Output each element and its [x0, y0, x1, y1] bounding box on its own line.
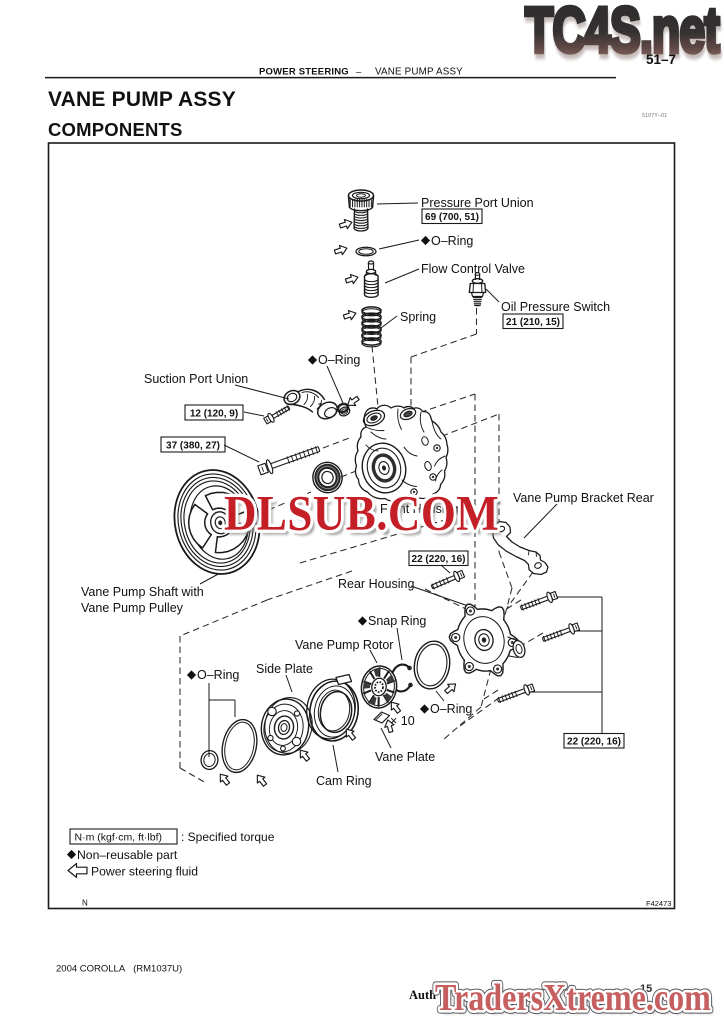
- svg-text:2004 COROLLA (RM1037U): 2004 COROLLA (RM1037U): [56, 964, 182, 975]
- svg-text:Oil Pressure Switch: Oil Pressure Switch: [501, 300, 610, 314]
- svg-text:N: N: [82, 899, 88, 908]
- svg-text:: Specified torque: : Specified torque: [181, 830, 275, 844]
- svg-text:N·m (kgf·cm, ft·lbf): N·m (kgf·cm, ft·lbf): [75, 832, 163, 844]
- svg-text:TradersXtreme.com: TradersXtreme.com: [435, 977, 711, 1019]
- svg-text:F42473: F42473: [646, 899, 671, 908]
- svg-text:–: –: [356, 67, 362, 78]
- svg-text:51–7: 51–7: [646, 52, 676, 67]
- svg-text:DLSUB.COM: DLSUB.COM: [224, 486, 499, 541]
- svg-text:22 (220, 16): 22 (220, 16): [567, 736, 621, 747]
- svg-text:Vane Pump Shaft with: Vane Pump Shaft with: [81, 585, 204, 599]
- svg-text:O–Ring: O–Ring: [431, 234, 473, 248]
- svg-text:Power steering fluid: Power steering fluid: [91, 865, 198, 879]
- svg-text:Flow Control Valve: Flow Control Valve: [421, 262, 525, 276]
- svg-text:Non–reusable part: Non–reusable part: [77, 848, 178, 862]
- svg-text:69 (700, 51): 69 (700, 51): [425, 212, 479, 223]
- svg-text:VANE PUMP ASSY: VANE PUMP ASSY: [375, 67, 463, 78]
- svg-text:Suction Port Union: Suction Port Union: [144, 372, 248, 386]
- svg-text:5107Y–01: 5107Y–01: [642, 113, 667, 119]
- svg-text:COMPONENTS: COMPONENTS: [48, 119, 183, 140]
- svg-text:DLSUB.COM: DLSUB.COM: [228, 491, 503, 546]
- svg-text:TradersXtreme.com: TradersXtreme.com: [435, 977, 711, 1019]
- svg-text:TC4S.net: TC4S.net: [525, 0, 719, 66]
- svg-text:Vane Pump Rotor: Vane Pump Rotor: [295, 638, 393, 652]
- svg-text:Side Plate: Side Plate: [256, 662, 313, 676]
- svg-text:O–Ring: O–Ring: [430, 702, 472, 716]
- svg-text:Vane Plate: Vane Plate: [375, 750, 435, 764]
- svg-text:× 10: × 10: [390, 714, 415, 728]
- svg-text:TC4S.net: TC4S.net: [526, 0, 720, 71]
- svg-text:12 (120, 9): 12 (120, 9): [190, 408, 238, 419]
- svg-text:Vane Pump Bracket Rear: Vane Pump Bracket Rear: [513, 491, 654, 505]
- svg-text:TradersXtreme.com: TradersXtreme.com: [438, 981, 714, 1023]
- svg-text:TradersXtreme.com: TradersXtreme.com: [435, 977, 711, 1019]
- svg-text:Cam Ring: Cam Ring: [316, 774, 372, 788]
- svg-text:Spring: Spring: [400, 310, 436, 324]
- svg-text:Auth: Auth: [409, 988, 436, 1002]
- svg-text:21 (210, 15): 21 (210, 15): [506, 317, 560, 328]
- svg-text:VANE PUMP ASSY: VANE PUMP ASSY: [48, 88, 236, 111]
- svg-text:37 (380, 27): 37 (380, 27): [166, 440, 220, 451]
- svg-text:Snap Ring: Snap Ring: [368, 614, 426, 628]
- svg-text:O–Ring: O–Ring: [318, 353, 360, 367]
- svg-text:DLSUB.COM: DLSUB.COM: [224, 486, 499, 541]
- svg-text:22 (220, 16): 22 (220, 16): [412, 554, 466, 565]
- svg-text:POWER STEERING: POWER STEERING: [259, 67, 349, 78]
- svg-text:Vane Pump Pulley: Vane Pump Pulley: [81, 601, 184, 615]
- svg-text:Pressure Port Union: Pressure Port Union: [421, 196, 534, 210]
- svg-text:Rear Housing: Rear Housing: [338, 577, 414, 591]
- svg-text:Front Housing: Front Housing: [380, 502, 459, 516]
- svg-text:O–Ring: O–Ring: [197, 668, 239, 682]
- svg-text:15: 15: [640, 983, 652, 995]
